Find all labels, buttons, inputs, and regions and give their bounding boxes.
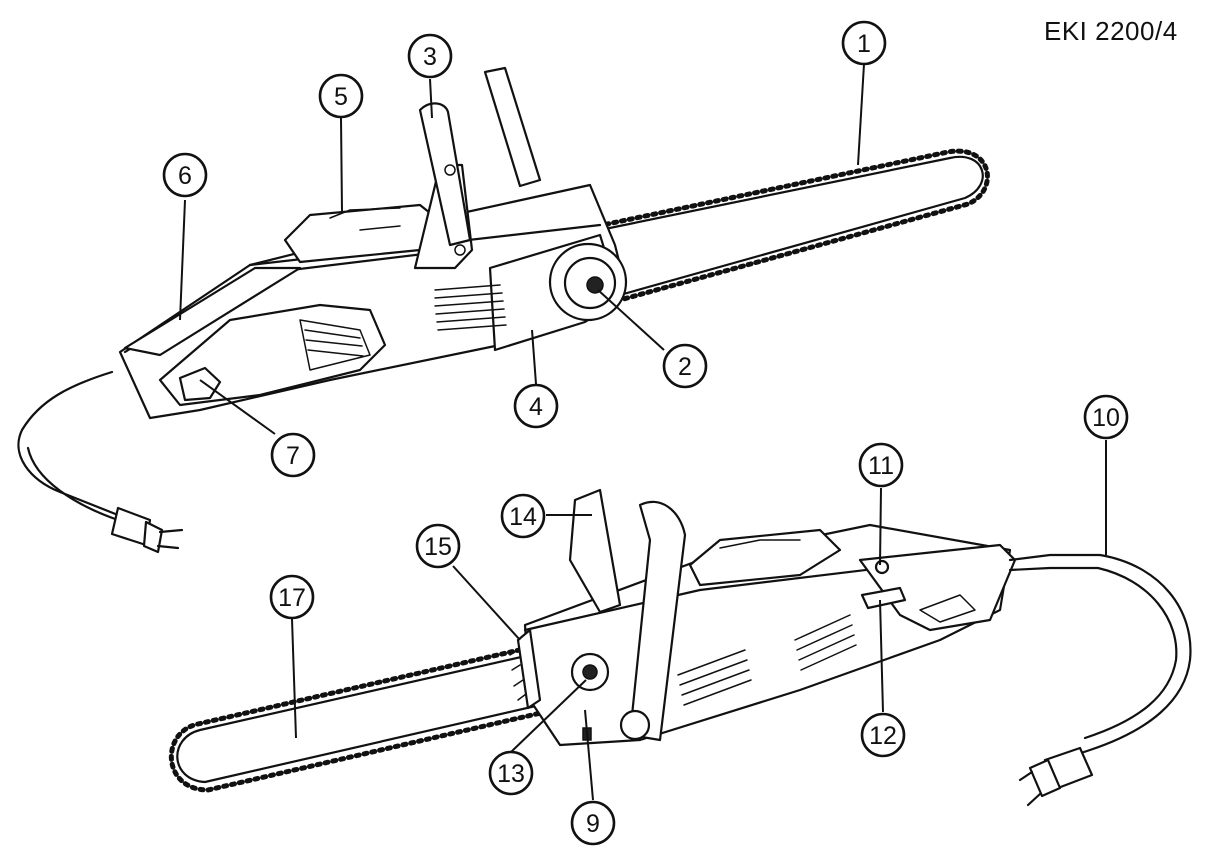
callout-17: 17 <box>269 574 315 620</box>
svg-text:14: 14 <box>509 503 537 531</box>
top-plug <box>110 506 184 554</box>
callout-6: 6 <box>162 152 208 198</box>
svg-text:12: 12 <box>869 722 897 750</box>
callout-5: 5 <box>318 73 364 119</box>
callout-10: 10 <box>1083 394 1129 440</box>
svg-text:2: 2 <box>678 353 692 381</box>
top-chainsaw <box>17 66 990 554</box>
callout-7: 7 <box>270 432 316 478</box>
svg-text:6: 6 <box>178 162 192 190</box>
callout-9: 9 <box>570 800 616 846</box>
callout-1: 1 <box>841 20 887 66</box>
svg-text:7: 7 <box>286 442 300 470</box>
svg-text:9: 9 <box>586 810 600 838</box>
svg-text:13: 13 <box>497 760 525 788</box>
bottom-power-cord <box>1008 553 1192 757</box>
bottom-front-handle <box>628 500 687 742</box>
top-front-handle <box>483 66 542 188</box>
bottom-trigger-switch <box>860 586 907 610</box>
callout-3: 3 <box>407 33 453 79</box>
top-housing <box>118 183 628 420</box>
callout-12: 12 <box>860 712 906 758</box>
callout-2: 2 <box>662 343 708 389</box>
top-guide-bar <box>595 148 990 303</box>
callout-4: 4 <box>513 383 559 429</box>
svg-text:15: 15 <box>424 533 452 561</box>
bottom-plug <box>1018 746 1094 807</box>
top-hand-guard <box>413 66 542 270</box>
svg-text:4: 4 <box>529 393 543 421</box>
bottom-lock-off-button <box>874 559 890 575</box>
callout-13: 13 <box>488 750 534 796</box>
bottom-rear-handle <box>858 543 1017 632</box>
leader-lines <box>179 63 1107 801</box>
svg-text:1: 1 <box>857 30 871 58</box>
callout-14: 14 <box>500 493 546 539</box>
callout-11: 11 <box>858 442 904 488</box>
svg-text:5: 5 <box>334 83 348 111</box>
model-label: EKI 2200/4 <box>1044 16 1178 46</box>
callout-15: 15 <box>415 523 461 569</box>
svg-text:17: 17 <box>278 584 306 612</box>
top-power-cord <box>17 370 120 517</box>
bottom-chainsaw <box>169 488 1192 807</box>
svg-text:3: 3 <box>423 43 437 71</box>
top-rear-handle <box>123 266 302 357</box>
svg-text:10: 10 <box>1092 404 1120 432</box>
bottom-spiked-bumper <box>516 628 542 710</box>
svg-text:11: 11 <box>868 452 894 480</box>
bottom-chain-brake-lever <box>568 488 622 614</box>
bottom-guide-bar <box>169 645 548 793</box>
